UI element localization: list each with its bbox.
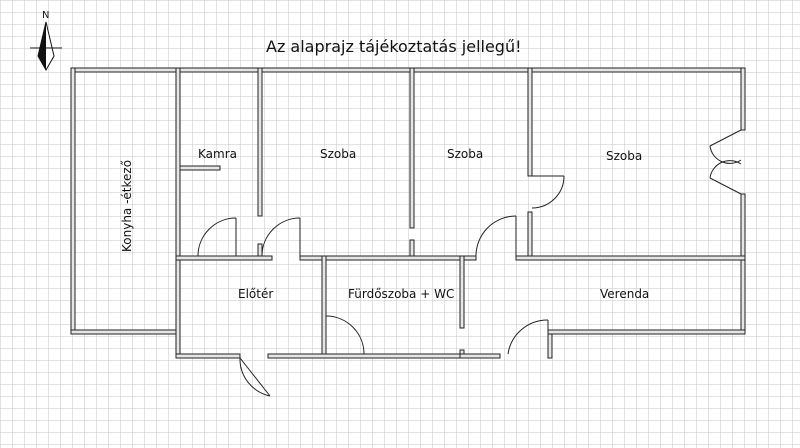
wall-kamra-stub [179,165,221,171]
wall-bath-right-upper [459,255,465,329]
north-arrow: N [30,10,62,72]
door-veranda [507,319,549,355]
wall-room2-right-lower [527,211,533,257]
wall-room1-right-lower [409,239,415,257]
wall-kamra-right-upper [257,67,263,217]
door-room2 [475,215,517,257]
wall-room2-right-upper [527,67,533,177]
room-label-kamra: Kamra [198,147,237,161]
plan-title: Az alaprajz tájékoztatás jellegű! [266,37,522,56]
wall-kitchen-bottom [70,329,180,335]
wall-middle-1 [175,255,273,261]
north-label: N [42,10,49,21]
room-label-eloter: Előtér [238,287,273,301]
room-label-szoba-2: Szoba [447,147,483,161]
wall-bottom-eloter-right [267,353,465,359]
door-entrance [239,357,271,397]
wall-veranda-bottom-left [459,353,501,359]
wall-eloter-right [321,255,327,359]
wall-kitchen-kamra [175,67,181,359]
room-label-konyha: Konyha -étkező [120,160,134,252]
door-kamra [197,217,237,257]
walls [70,67,746,359]
wall-right-upper [740,67,746,131]
room-labels: Konyha -étkező Kamra Szoba Szoba Szoba E… [120,147,649,301]
room-label-furdo: Fürdőszoba + WC [348,287,454,301]
door-room3 [531,175,565,209]
door-bathroom [325,315,365,355]
wall-bottom-eloter-left [175,353,241,359]
wall-middle-3 [515,255,746,261]
wall-middle-2 [299,255,477,261]
north-arrow-half [38,22,46,70]
wall-left [70,67,76,335]
doors [197,129,742,397]
wall-right-lower [740,193,746,335]
room-label-veranda: Verenda [600,287,649,301]
wall-top [70,67,746,73]
door-room1 [261,217,301,257]
wall-room1-right-upper [409,67,415,229]
room-label-szoba-3: Szoba [606,149,642,163]
door-right-exterior [709,129,742,195]
wall-veranda-bottom-right [547,329,746,335]
wall-kamra-right-lower [257,243,263,257]
room-label-szoba-1: Szoba [320,147,356,161]
